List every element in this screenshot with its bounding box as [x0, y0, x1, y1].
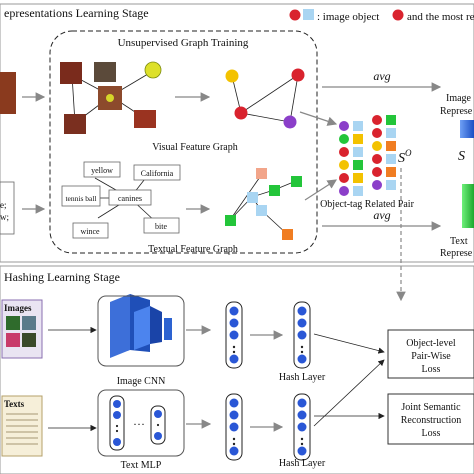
text-repr-line1: Text — [450, 236, 468, 247]
visual-node-red-2 — [291, 68, 305, 82]
image-cnn-label: Image CNN — [117, 376, 166, 387]
s-o-base: S — [398, 151, 405, 166]
visual-node-yellow — [225, 69, 239, 83]
stage2-frame — [0, 265, 474, 474]
text-node-lightblue — [247, 192, 258, 203]
left-text-line1: e; — [0, 200, 7, 210]
visual-node-purple — [283, 115, 297, 129]
text-mlp-label: Text MLP — [121, 460, 162, 471]
texts-label: Texts — [4, 399, 25, 409]
arrow-textual-to-pair — [304, 179, 338, 201]
arrow-bottom-hash-to-loss1 — [313, 359, 385, 427]
input-image-thumbnail — [0, 72, 16, 114]
text-node-orange — [282, 229, 293, 240]
stage2-title: Hashing Learning Stage — [4, 270, 120, 284]
hash-layer-top-2 — [293, 301, 311, 369]
text-node-green — [225, 215, 236, 226]
image-node-red — [134, 110, 156, 128]
legend-red-dot-2 — [392, 9, 404, 21]
graph-training-title: Unsupervised Graph Training — [118, 37, 249, 49]
word-box-canines — [108, 189, 152, 206]
text-node-green-3 — [291, 176, 302, 187]
image-representation-bar — [460, 120, 474, 138]
textual-colored-graph — [225, 168, 302, 240]
avg-top: avg — [373, 69, 390, 83]
stage1-title: epresentations Learning Stage — [4, 6, 149, 20]
image-repr-line2: Represe — [440, 106, 473, 117]
text-repr-line2: Represe — [440, 248, 473, 259]
image-node-dog-3 — [64, 114, 86, 134]
graph-training-box — [49, 30, 318, 254]
visual-graph-label: Visual Feature Graph — [152, 142, 237, 153]
word-tennis-ball: tennis ball — [65, 194, 96, 203]
images-label: Images — [4, 303, 32, 313]
legend-most-related: and the most re — [407, 11, 474, 23]
text-node-green-2 — [269, 185, 280, 196]
textual-word-graph: yellow tennis ball canines California wi… — [61, 161, 181, 239]
word-box-california — [133, 164, 181, 181]
loss1-line1: Object-level — [406, 338, 456, 349]
left-text-line2: w; — [0, 212, 9, 222]
visual-image-graph — [60, 61, 162, 134]
loss2-line3: Loss — [422, 428, 441, 439]
legend-blue-square — [303, 9, 314, 20]
image-repr-line1: Image — [446, 93, 472, 104]
word-california: California — [141, 169, 174, 178]
s-symbol: S — [458, 149, 465, 164]
textual-graph-label: Textual Feature Graph — [148, 244, 238, 255]
word-box-wince — [72, 222, 109, 239]
loss2-line2: Reconstruction — [401, 415, 462, 426]
avg-bottom: avg — [373, 208, 390, 222]
image-node-dog — [60, 62, 82, 84]
image-cnn-block — [97, 294, 185, 367]
word-box-bite — [143, 217, 180, 234]
hash-layer-bottom-2 — [293, 393, 311, 461]
word-yellow: yellow — [91, 166, 113, 175]
input-text-thumbnail — [0, 181, 15, 235]
legend-red-dot — [289, 9, 301, 21]
hash-layer-bottom-1 — [225, 393, 243, 461]
loss2-line1: Joint Semantic — [401, 402, 461, 413]
legend: : image object and the most re — [289, 9, 474, 23]
arrow-visual-to-pair — [299, 111, 338, 126]
texts-input: Texts — [1, 395, 43, 457]
stage1-frame — [0, 3, 474, 263]
text-node-salmon — [256, 168, 267, 179]
word-bite: bite — [155, 222, 167, 231]
word-box-yellow — [83, 161, 121, 178]
image-node-tennis-ball — [144, 61, 162, 79]
visual-colored-graph — [225, 68, 305, 129]
loss1-line2: Pair-Wise — [411, 351, 451, 362]
word-box-tennis-ball — [61, 185, 101, 207]
text-mlp-block: ··· — [97, 389, 185, 457]
loss1-line3: Loss — [422, 364, 441, 375]
hash-layer-bottom-label: Hash Layer — [279, 458, 326, 469]
s-o-superscript: O — [405, 148, 412, 158]
images-input: Images — [1, 299, 43, 359]
word-canines: canines — [118, 194, 142, 203]
text-node-lightblue-2 — [256, 205, 267, 216]
loss-pairwise-box — [387, 329, 474, 379]
hash-layer-top-1 — [225, 301, 243, 369]
legend-image-object: : image object — [317, 11, 379, 23]
svg-text:···: ··· — [133, 417, 145, 431]
object-tag-pairs — [339, 115, 396, 196]
visual-node-red — [234, 106, 248, 120]
text-representation-bar — [462, 184, 474, 228]
image-node-dog-2 — [94, 62, 116, 82]
s-o-symbol: SO — [398, 148, 412, 166]
arrow-top-hash-to-loss1 — [313, 333, 385, 354]
pair-label: Object-tag Related Pair — [320, 199, 415, 210]
hash-layer-top-label: Hash Layer — [279, 372, 326, 383]
word-wince: wince — [80, 227, 100, 236]
loss-reconstruction-box — [387, 393, 474, 445]
